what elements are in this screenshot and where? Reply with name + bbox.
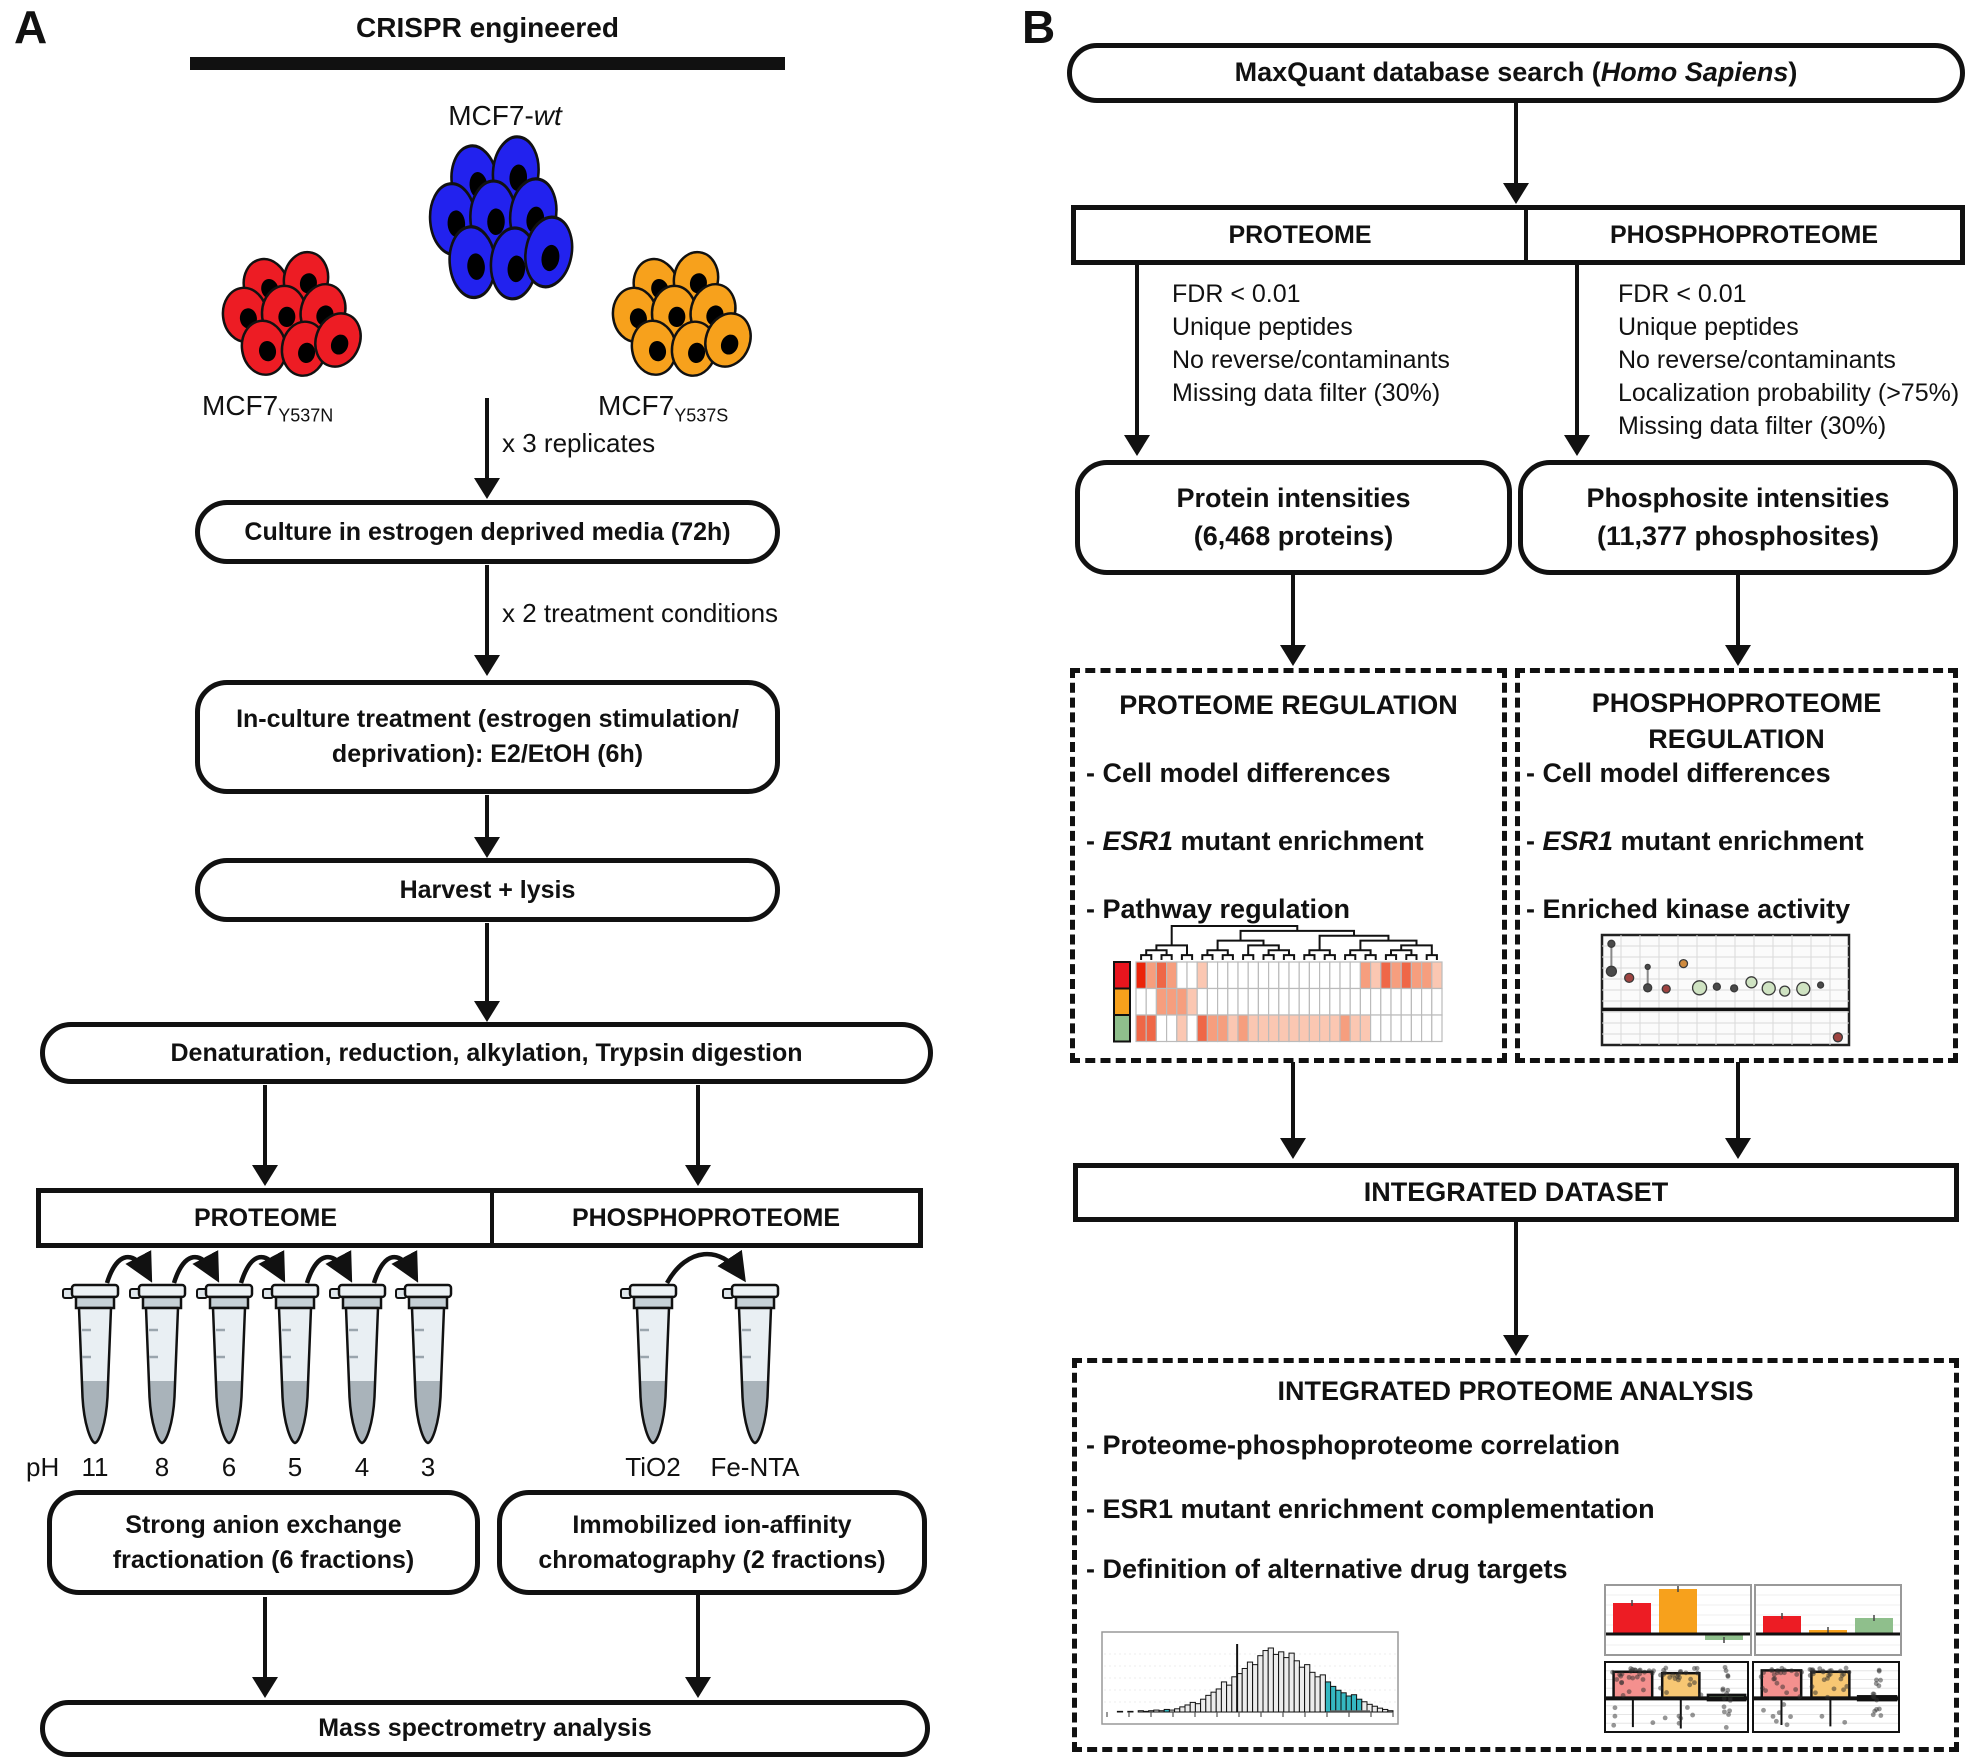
- cell-cluster-y537n: [221, 250, 362, 377]
- box-sax-line1: Strong anion exchange: [125, 1510, 402, 1539]
- crispr-underline: [190, 57, 785, 70]
- ph-label: 11: [81, 1452, 109, 1482]
- box-imac-line1: Immobilized ion-affinity: [572, 1510, 852, 1539]
- bullet-esr1-enrichment-l: - ESR1 mutant enrichment: [1086, 826, 1424, 856]
- tio2-label: TiO2: [625, 1452, 681, 1482]
- eppendorf-tubes: [62, 1249, 780, 1445]
- mcf7-wt-label-main: MCF7-: [448, 100, 534, 131]
- drug-target-box-1: [1604, 1661, 1749, 1733]
- mcf7-wt-label-italic: wt: [533, 100, 562, 131]
- fenta-label: Fe-NTA: [710, 1452, 800, 1482]
- drug-target-box-2: [1752, 1661, 1900, 1733]
- phospho-filter-fdr: FDR < 0.01: [1618, 280, 1747, 308]
- drug-target-bars-1: [1604, 1584, 1752, 1656]
- drug-target-bars-2: [1754, 1584, 1902, 1656]
- kinase-dotplot: [1600, 933, 1851, 1047]
- maxquant-suffix: ): [1788, 57, 1798, 88]
- protein-intensities-line2: (6,468 proteins): [1193, 520, 1394, 551]
- phospho-filter-unique: Unique peptides: [1618, 313, 1799, 341]
- phospho-regulation-title-1: PHOSPHOPROTEOME: [1591, 688, 1882, 718]
- maxquant-species: Homo Sapiens: [1600, 57, 1789, 88]
- ph-prefix: pH: [26, 1452, 60, 1482]
- box-sax: Strong anion exchange fractionation (6 f…: [47, 1490, 480, 1595]
- phospho-regulation-title-2: REGULATION: [1648, 724, 1825, 754]
- treatment-conditions-label: x 2 treatment conditions: [502, 598, 779, 628]
- ph-label: 5: [287, 1452, 303, 1482]
- bullet-drug-targets: - Definition of alternative drug targets: [1086, 1554, 1568, 1584]
- mcf7-y537n-label-main: MCF7: [202, 390, 279, 421]
- proteome-regulation-title: PROTEOME REGULATION: [1119, 690, 1458, 720]
- maxquant-prefix: MaxQuant database search (: [1234, 57, 1601, 88]
- box-imac: Immobilized ion-affinity chromatography …: [497, 1490, 927, 1595]
- phospho-filter-reverse: No reverse/contaminants: [1618, 346, 1896, 374]
- crispr-title: CRISPR engineered: [356, 12, 619, 43]
- bullet-correlation: - Proteome-phosphoproteome correlation: [1086, 1430, 1621, 1460]
- phospho-regulation-box: [1515, 668, 1958, 1063]
- ph-label: 6: [221, 1452, 237, 1482]
- replicates-label: x 3 replicates: [502, 428, 656, 458]
- proteome-filter-missing: Missing data filter (30%): [1172, 379, 1441, 407]
- split-a-phosphoproteome: PHOSPHOPROTEOME: [571, 1203, 841, 1232]
- protein-intensities-line1: Protein intensities: [1176, 482, 1411, 513]
- integrated-dataset-label: INTEGRATED DATASET: [1363, 1177, 1669, 1207]
- phospho-filters: FDR < 0.01 Unique peptides No reverse/co…: [1618, 278, 1959, 443]
- split-a-proteome: PROTEOME: [41, 1193, 494, 1243]
- bullet-pathway-regulation: - Pathway regulation: [1086, 894, 1351, 924]
- box-culture: Culture in estrogen deprived media (72h): [195, 500, 780, 564]
- box-denaturation: Denaturation, reduction, alkylation, Try…: [40, 1022, 933, 1084]
- ph-label: 3: [420, 1452, 436, 1482]
- bullet-esr1-enrichment-r: - ESR1 mutant enrichment: [1526, 826, 1864, 856]
- ph-label: 4: [354, 1452, 370, 1482]
- panel-b-label: B: [1022, 1, 1056, 53]
- ph-label: 8: [154, 1452, 170, 1482]
- bullet-cell-model-differences-r: - Cell model differences: [1526, 758, 1831, 788]
- mcf7-y537n-label-sub: Y537N: [278, 405, 334, 426]
- box-in-culture-treatment: In-culture treatment (estrogen stimulati…: [195, 680, 780, 794]
- box-protein-intensities: Protein intensities (6,468 proteins): [1075, 460, 1512, 575]
- split-box-a: PROTEOME PHOSPHOPROTEOME: [36, 1188, 923, 1248]
- correlation-histogram: [1101, 1631, 1399, 1725]
- mcf7-y537s-label: MCF7Y537S: [598, 390, 728, 427]
- bullet-kinase-activity: - Enriched kinase activity: [1526, 894, 1851, 924]
- split-box-b: PROTEOME PHOSPHOPROTEOME: [1071, 205, 1965, 265]
- proteome-filter-reverse: No reverse/contaminants: [1172, 346, 1450, 374]
- proteome-filter-unique: Unique peptides: [1172, 313, 1353, 341]
- phospho-filter-missing: Missing data filter (30%): [1618, 412, 1887, 440]
- box-maxquant: MaxQuant database search (Homo Sapiens): [1067, 43, 1965, 103]
- integrated-analysis-title: INTEGRATED PROTEOME ANALYSIS: [1277, 1376, 1754, 1406]
- box-sax-line2: fractionation (6 fractions): [112, 1545, 415, 1574]
- box-harvest: Harvest + lysis: [195, 858, 780, 922]
- proteome-filter-fdr: FDR < 0.01: [1172, 280, 1301, 308]
- bullet-complementation: - ESR1 mutant enrichment complementation: [1086, 1494, 1655, 1524]
- mcf7-wt-label: MCF7-wt: [425, 100, 585, 132]
- cell-cluster-wt: [428, 135, 574, 301]
- mcf7-y537n-label: MCF7Y537N: [202, 390, 333, 427]
- phospho-filter-localization: Localization probability (>75%): [1618, 379, 1960, 407]
- panel-a-label: A: [14, 1, 48, 53]
- bullet-cell-model-differences-l: - Cell model differences: [1086, 758, 1391, 788]
- box-phosphosite-intensities: Phosphosite intensities (11,377 phosphos…: [1518, 460, 1958, 575]
- split-b-proteome: PROTEOME: [1076, 210, 1528, 260]
- box-in-culture-line1: In-culture treatment (estrogen stimulati…: [236, 705, 739, 733]
- split-b-phosphoproteome: PHOSPHOPROTEOME: [1609, 220, 1879, 249]
- proteome-filters: FDR < 0.01 Unique peptides No reverse/co…: [1172, 278, 1450, 410]
- phosphosite-intensities-line1: Phosphosite intensities: [1586, 482, 1890, 513]
- phosphosite-intensities-line2: (11,377 phosphosites): [1596, 520, 1880, 551]
- box-in-culture-line2: deprivation): E2/EtOH (6h): [331, 740, 644, 768]
- box-mass-spec: Mass spectrometry analysis: [40, 1700, 930, 1757]
- box-integrated-dataset: INTEGRATED DATASET: [1073, 1163, 1959, 1222]
- mcf7-y537s-label-sub: Y537S: [674, 405, 729, 426]
- mcf7-y537s-label-main: MCF7: [598, 390, 675, 421]
- box-imac-line2: chromatography (2 fractions): [538, 1545, 886, 1574]
- cell-cluster-y537s: [611, 250, 752, 377]
- pathway-heatmap: [1113, 925, 1443, 1043]
